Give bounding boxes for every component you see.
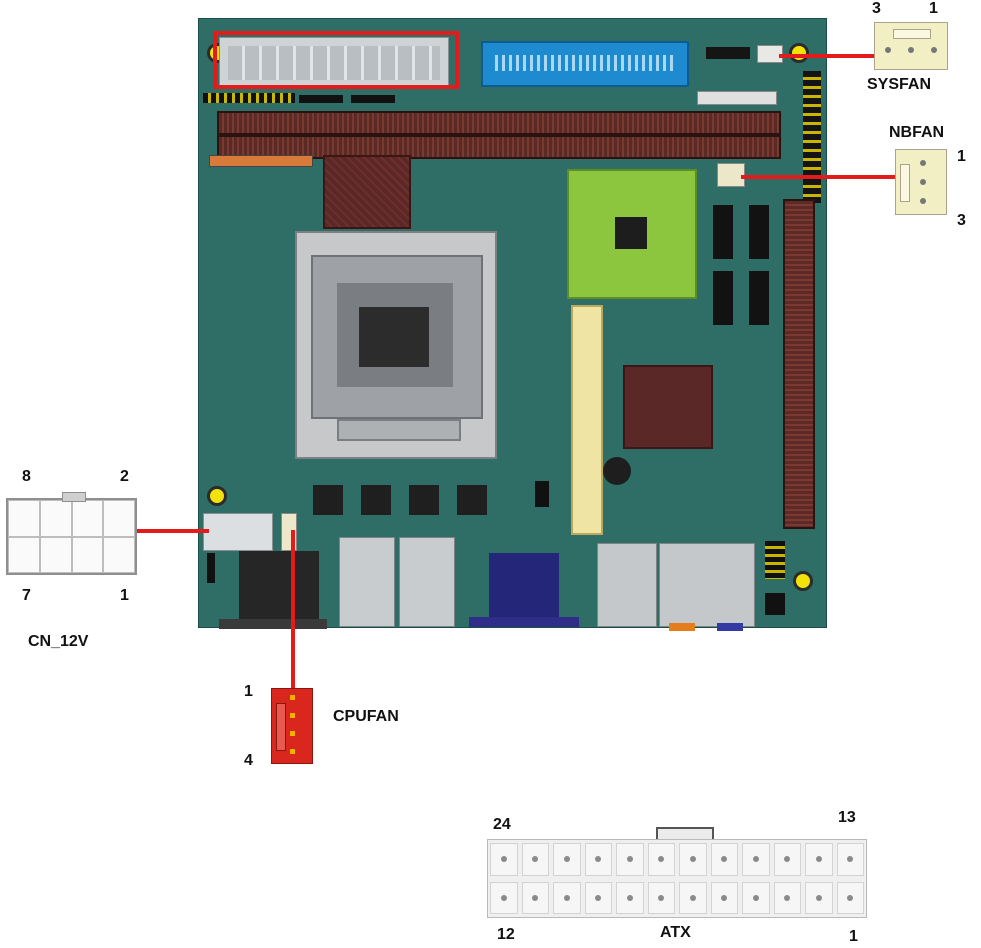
- jumper: [535, 481, 549, 507]
- dimm-slot: [217, 135, 781, 159]
- atx-pin: [679, 881, 707, 914]
- cn12v-pin1-label: 1: [120, 587, 129, 604]
- cn12v-pin2-label: 2: [120, 468, 129, 485]
- southbridge-chip: [623, 365, 713, 449]
- sodimm-slot: [571, 305, 603, 535]
- audio-jack: [669, 623, 695, 631]
- mounting-hole: [793, 571, 813, 591]
- atx-pin: [616, 843, 644, 876]
- atx-pin: [490, 881, 518, 914]
- motherboard: [198, 18, 827, 631]
- atx-pin: [836, 881, 864, 914]
- cpufan-pin4-label: 4: [244, 752, 253, 769]
- atx-power-connector-onboard: [219, 37, 449, 89]
- cn12v-pin7-label: 7: [22, 587, 31, 604]
- lan-usb-port: [339, 537, 395, 627]
- header-pins: [299, 95, 343, 103]
- dimm-slot: [217, 111, 781, 135]
- sysfan-connector: [874, 22, 948, 70]
- atx-pin: [490, 843, 518, 876]
- bios-chip: [323, 155, 411, 229]
- northbridge-chip: [567, 169, 697, 299]
- atx-pin: [805, 843, 833, 876]
- cpufan-connector: [271, 688, 313, 764]
- atx-pin: [584, 881, 612, 914]
- atx-highlight-box: [213, 31, 459, 89]
- connector-slot: [697, 91, 777, 105]
- atx-pin: [836, 843, 864, 876]
- atx-pin: [616, 881, 644, 914]
- cpu-socket: [295, 231, 497, 459]
- header-pins: [203, 93, 295, 103]
- nbfan-pin1-label: 1: [957, 148, 966, 165]
- lan-usb-port: [399, 537, 455, 627]
- ide-connector: [481, 41, 689, 87]
- chip: [457, 485, 487, 515]
- mounting-hole: [207, 486, 227, 506]
- atx-pin: [647, 843, 675, 876]
- atx-connector: [487, 839, 867, 918]
- com-port-bracket: [219, 619, 327, 629]
- cn12v-connector-onboard: [203, 513, 273, 551]
- atx-pin: [710, 881, 738, 914]
- vga-port: [489, 553, 559, 625]
- usb-port: [659, 543, 755, 627]
- sysfan-pin3-label: 3: [872, 0, 881, 17]
- atx-pin: [553, 843, 581, 876]
- nbfan-connector-onboard: [717, 163, 745, 187]
- cn12v-label: CN_12V: [28, 633, 89, 650]
- atx-pin: [647, 881, 675, 914]
- vga-bracket: [469, 617, 579, 627]
- sysfan-pin1-label: 1: [929, 0, 938, 17]
- atx-pin: [521, 881, 549, 914]
- cn12v-pin8-label: 8: [22, 468, 31, 485]
- header-pins: [351, 95, 395, 103]
- sysfan-label: SYSFAN: [867, 76, 932, 93]
- com-port: [239, 551, 319, 627]
- sata-connector: [713, 205, 733, 259]
- atx-pin: [742, 881, 770, 914]
- sysfan-leader-line: [779, 54, 874, 58]
- atx-pin: [679, 843, 707, 876]
- atx-pin1-label: 1: [849, 928, 858, 945]
- atx-pin: [584, 843, 612, 876]
- header-pins: [207, 553, 215, 583]
- atx-pin: [805, 881, 833, 914]
- nbfan-label: NBFAN: [889, 124, 945, 141]
- fpc-connector: [209, 155, 313, 167]
- atx-pin: [553, 881, 581, 914]
- cn12v-connector: [6, 492, 137, 575]
- cpufan-leader-line: [291, 530, 295, 688]
- mounting-hole: [789, 43, 809, 63]
- sata-connector: [749, 271, 769, 325]
- atx-pin: [521, 843, 549, 876]
- nbfan-leader-line: [741, 175, 897, 179]
- buzzer: [603, 457, 631, 485]
- front-panel-header: [803, 71, 821, 203]
- header-pins: [706, 47, 750, 59]
- atx-pin: [710, 843, 738, 876]
- chip: [409, 485, 439, 515]
- atx-pin24-label: 24: [493, 816, 511, 833]
- cpufan-pin1-label: 1: [244, 683, 253, 700]
- header-pins: [765, 541, 785, 579]
- atx-pin: [742, 843, 770, 876]
- header-pins: [765, 593, 785, 615]
- cn12v-leader-line: [137, 529, 209, 533]
- usb-port: [597, 543, 657, 627]
- nbfan-connector: [895, 149, 947, 215]
- chip: [361, 485, 391, 515]
- atx-pin13-label: 13: [838, 809, 856, 826]
- cpufan-label: CPUFAN: [333, 708, 399, 725]
- atx-label: ATX: [660, 924, 691, 941]
- atx-pin: [773, 843, 801, 876]
- audio-jack: [717, 623, 743, 631]
- atx-pin: [773, 881, 801, 914]
- nbfan-pin3-label: 3: [957, 212, 966, 229]
- pcie-slot: [783, 199, 815, 529]
- sata-connector: [749, 205, 769, 259]
- chip: [313, 485, 343, 515]
- atx-pin12-label: 12: [497, 926, 515, 943]
- sata-connector: [713, 271, 733, 325]
